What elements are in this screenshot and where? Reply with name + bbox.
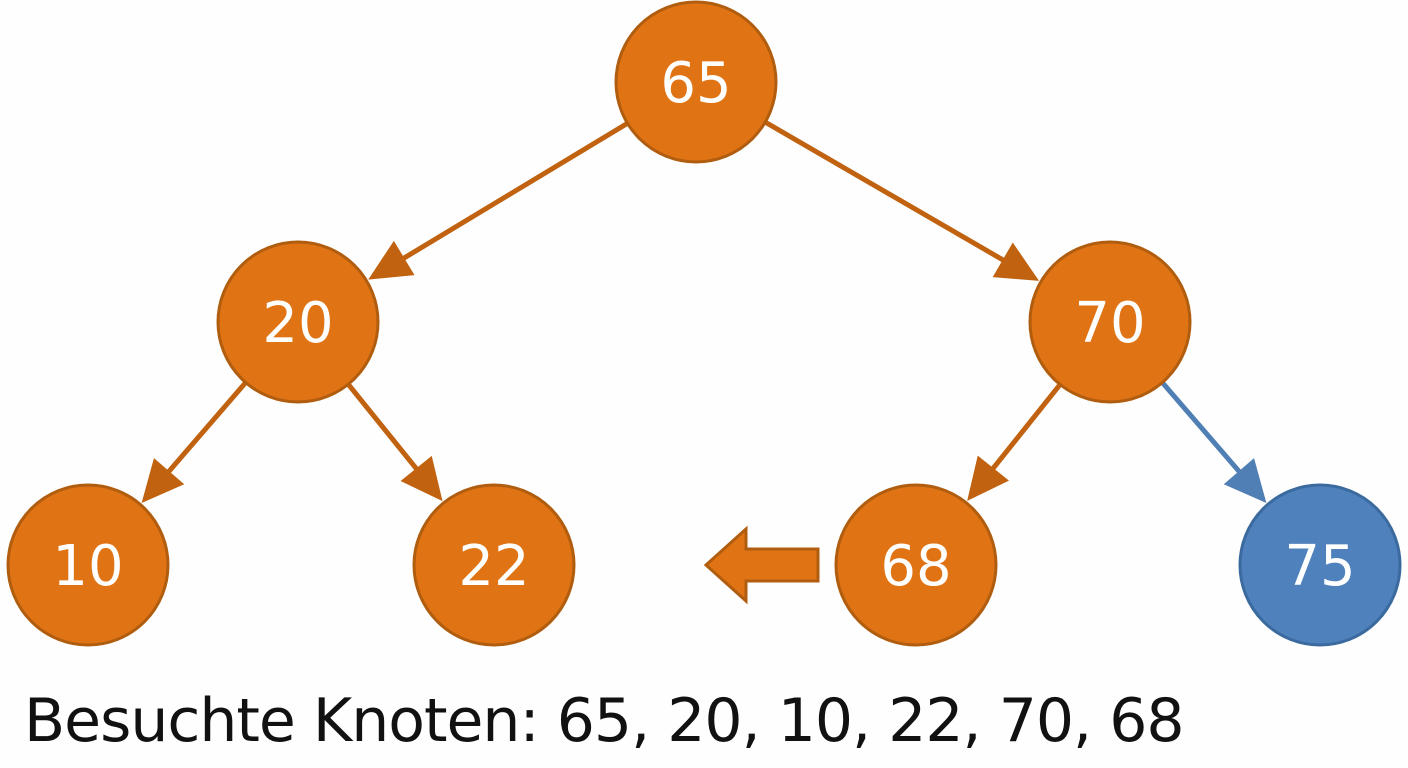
tree-node-20: 20 (216, 240, 380, 404)
arrowhead-icon (368, 240, 415, 280)
tree-node-68: 68 (834, 483, 998, 647)
tree-node-70: 70 (1028, 240, 1192, 404)
traversal-arrow-left-icon (703, 525, 820, 605)
tree-node-75: 75 (1238, 483, 1402, 647)
edge-line (398, 119, 632, 263)
node-label: 75 (1284, 534, 1355, 599)
node-label: 65 (660, 51, 731, 116)
node-circle (1238, 483, 1402, 647)
edge-n20-n22 (344, 380, 443, 502)
node-circle (1028, 240, 1192, 404)
arrowhead-icon (141, 458, 185, 503)
node-label: 22 (458, 534, 529, 599)
edge-n65-n20 (368, 119, 632, 280)
node-label: 10 (52, 534, 123, 599)
node-circle (412, 483, 576, 647)
edge-n65-n70 (760, 118, 1040, 281)
nodes-layer: 65 20 70 10 22 68 75 (6, 0, 1402, 647)
edge-n70-n68 (967, 380, 1064, 501)
edge-line (163, 378, 250, 477)
node-label: 70 (1074, 291, 1145, 356)
edge-n20-n10 (141, 378, 250, 503)
arrowhead-icon (992, 242, 1040, 281)
edges-layer (141, 118, 1267, 503)
edge-line (1158, 378, 1245, 477)
node-circle (834, 483, 998, 647)
tree-node-65: 65 (614, 0, 778, 164)
node-circle (6, 483, 170, 647)
tree-node-10: 10 (6, 483, 170, 647)
edge-n70-n75 (1158, 378, 1267, 503)
traversal-arrow-layer (703, 525, 820, 605)
node-label: 68 (880, 534, 951, 599)
arrowhead-icon (967, 455, 1009, 501)
arrowhead-icon (400, 455, 443, 502)
visited-nodes-caption: Besuchte Knoten: 65, 20, 10, 22, 70, 68 (24, 686, 1185, 756)
tree-node-22: 22 (412, 483, 576, 647)
edge-line (344, 380, 422, 475)
arrowhead-icon (1223, 458, 1267, 503)
node-circle (216, 240, 380, 404)
node-circle (614, 0, 778, 164)
edge-line (988, 380, 1064, 474)
node-label: 20 (262, 291, 333, 356)
edge-line (760, 118, 1009, 265)
